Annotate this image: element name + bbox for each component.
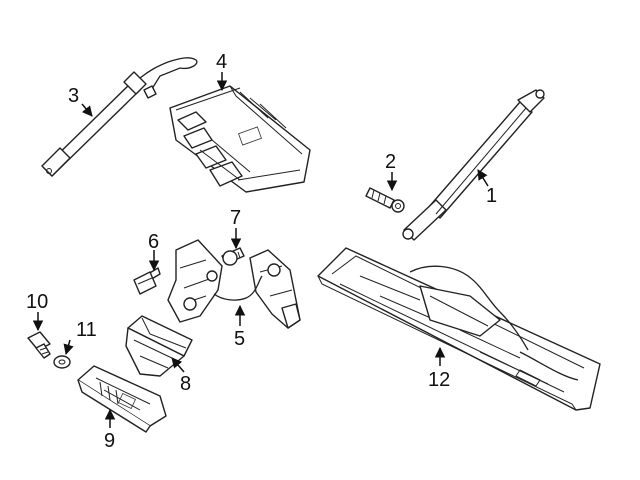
callout-5: 5 (234, 328, 245, 350)
callout-11: 11 (76, 319, 97, 341)
callout-8: 8 (180, 373, 191, 395)
part-4-control-module (169, 85, 311, 193)
part-10-screw (27, 331, 51, 359)
callout-7: 7 (230, 207, 241, 229)
part-1-strut (402, 89, 545, 241)
callout-2: 2 (385, 151, 396, 173)
leader-8 (171, 357, 185, 373)
part-2-bolt (365, 187, 405, 213)
part-11-washer (53, 355, 71, 369)
part-9-latch (77, 365, 167, 433)
callout-3: 3 (68, 85, 79, 107)
callout-6: 6 (148, 231, 159, 253)
callout-10: 10 (26, 291, 48, 313)
callouts: 1 2 3 4 5 6 7 8 9 10 11 12 (26, 51, 497, 452)
callout-1: 1 (486, 185, 497, 207)
part-8-bracket (125, 315, 193, 377)
leader-11 (63, 339, 74, 356)
callout-9: 9 (104, 430, 115, 452)
leader-1 (477, 169, 489, 187)
part-12-tailgate-panel (317, 247, 601, 411)
leader-3 (81, 103, 93, 117)
part-3-strut (41, 57, 198, 177)
part-5-actuator (167, 239, 301, 329)
part-7-screw (221, 247, 245, 266)
part-6-bolt (133, 267, 161, 295)
leader-lines (32, 72, 489, 428)
callout-4: 4 (216, 51, 227, 73)
callout-12: 12 (428, 369, 450, 391)
